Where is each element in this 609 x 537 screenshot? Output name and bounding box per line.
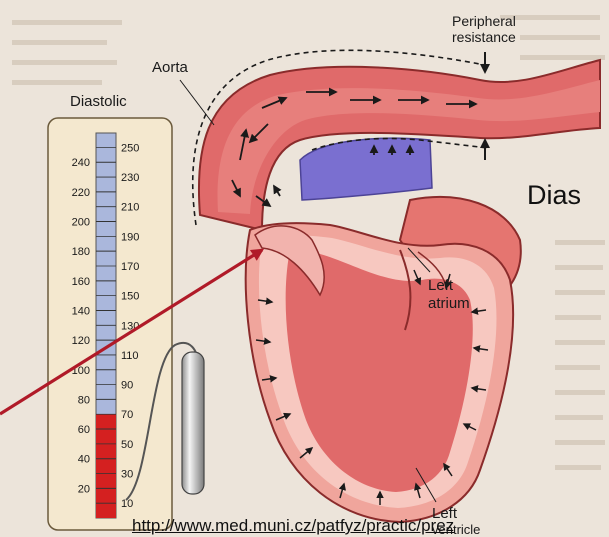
manometer-left-tick-label: 180	[72, 246, 90, 258]
manometer-right-tick-label: 30	[121, 469, 133, 481]
left-atrium-label-2: atrium	[428, 295, 470, 312]
manometer-left-tick-label: 160	[72, 276, 90, 288]
manometer-right-tick-label: 90	[121, 380, 133, 392]
manometer-left-tick-label: 200	[72, 217, 90, 229]
mercury-reservoir	[182, 352, 204, 494]
manometer-right-tick-label: 170	[121, 261, 139, 273]
left-atrium-label-1: Left	[428, 277, 454, 294]
manometer-left-tick-label: 40	[78, 454, 90, 466]
manometer-right-tick-label: 150	[121, 291, 139, 303]
source-url-link[interactable]: http://www.med.muni.cz/patfyz/practic/pr…	[132, 516, 454, 536]
manometer-right-tick-label: 70	[121, 409, 133, 421]
manometer-left-tick-label: 80	[78, 394, 90, 406]
manometer-right-tick-label: 190	[121, 231, 139, 243]
peripheral-resistance-label-1: Peripheral	[452, 13, 516, 29]
manometer-right-tick-label: 130	[121, 320, 139, 332]
manometer-left-tick-label: 120	[72, 335, 90, 347]
manometer-right-tick-label: 110	[121, 350, 139, 362]
peripheral-resistance-label-2: resistance	[452, 29, 516, 45]
manometer-left-tick-label: 20	[78, 483, 90, 495]
manometer-right-tick-label: 210	[121, 202, 139, 214]
manometer-right-tick-label: 50	[121, 439, 133, 451]
manometer-right-tick-label: 250	[121, 142, 139, 154]
manometer-left-tick-label: 220	[72, 187, 90, 199]
manometer-left-tick-label: 140	[72, 305, 90, 317]
manometer-left-tick-label: 240	[72, 157, 90, 169]
mercury-level	[96, 414, 116, 518]
slide-title: Dias	[527, 180, 581, 211]
manometer-left-tick-label: 60	[78, 424, 90, 436]
aorta-label: Aorta	[152, 59, 189, 76]
manometer-right-tick-label: 230	[121, 172, 139, 184]
manometer-title: Diastolic	[70, 93, 127, 110]
